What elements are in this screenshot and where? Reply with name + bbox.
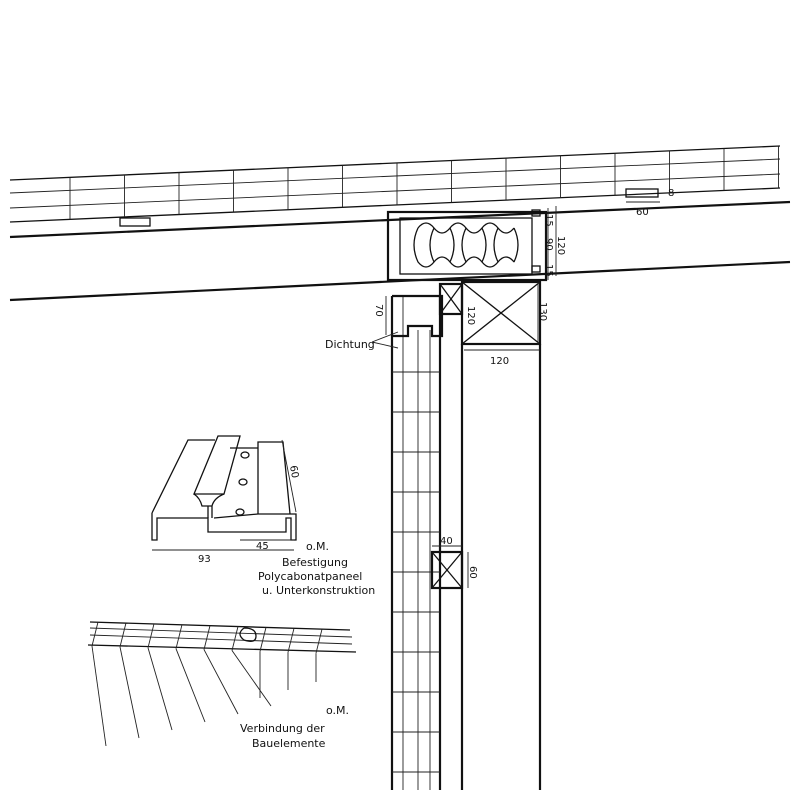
panel-joint <box>287 628 295 653</box>
panel-edge <box>119 646 140 739</box>
dim-post-width: 120 <box>490 356 509 367</box>
dim-column-head: 70 <box>373 304 384 317</box>
seal-label: Dichtung <box>325 338 375 351</box>
dim-profile-inner: 45 <box>256 541 269 552</box>
dim-block-height: 60 <box>467 566 478 579</box>
detail2-scale: o.M. <box>326 704 349 717</box>
panel-joint <box>175 624 183 649</box>
panel-joint <box>119 622 127 648</box>
panel-joint <box>231 626 239 651</box>
detail1-scale: o.M. <box>306 540 329 553</box>
dimension-lines <box>371 201 660 588</box>
fastening-profile-detail <box>151 435 297 551</box>
panel-edge <box>231 650 272 707</box>
clip-left <box>119 217 151 227</box>
dim-profile-width: 93 <box>198 554 211 565</box>
dim-block-width: 40 <box>440 536 453 547</box>
small-post <box>438 282 464 316</box>
dim-clip-height: 8 <box>668 188 674 199</box>
detail1-title-1: Befestigung <box>282 556 348 569</box>
column-head <box>392 294 444 338</box>
detail2-title-2: Bauelemente <box>252 737 326 750</box>
dim-insulation: 90 <box>543 238 554 251</box>
panel-edge <box>147 647 173 731</box>
panel-edge <box>203 649 239 715</box>
detail1-title-2: Polycabonatpaneel <box>258 570 362 583</box>
dim-post-head: 130 <box>537 302 548 321</box>
detail1-title-3: u. Unterkonstruktion <box>262 584 375 597</box>
panel-joint <box>203 625 211 650</box>
dim-bottom-flange: 15 <box>543 264 554 277</box>
insulated-beam <box>386 209 548 282</box>
panel-joint <box>147 623 155 648</box>
dim-profile-height: 60 <box>287 465 300 479</box>
panel-joint <box>315 629 323 654</box>
panel-edge <box>91 645 107 747</box>
panel-joint <box>91 621 99 647</box>
dim-top-flange: 15 <box>543 214 554 227</box>
detail2-title-1: Verbindung der <box>240 722 325 735</box>
insulation-hatch <box>413 222 519 268</box>
panel-connection-detail <box>87 621 357 747</box>
dim-beam-depth: 120 <box>555 236 566 255</box>
panel-column <box>390 294 444 790</box>
dim-clip-width: 60 <box>636 207 649 218</box>
clip-right <box>625 188 659 198</box>
spacer-block <box>430 550 464 590</box>
panel-joint <box>259 627 267 652</box>
timber-post <box>430 280 542 790</box>
panel-edge <box>175 648 206 723</box>
dim-small-post: 120 <box>465 306 476 325</box>
